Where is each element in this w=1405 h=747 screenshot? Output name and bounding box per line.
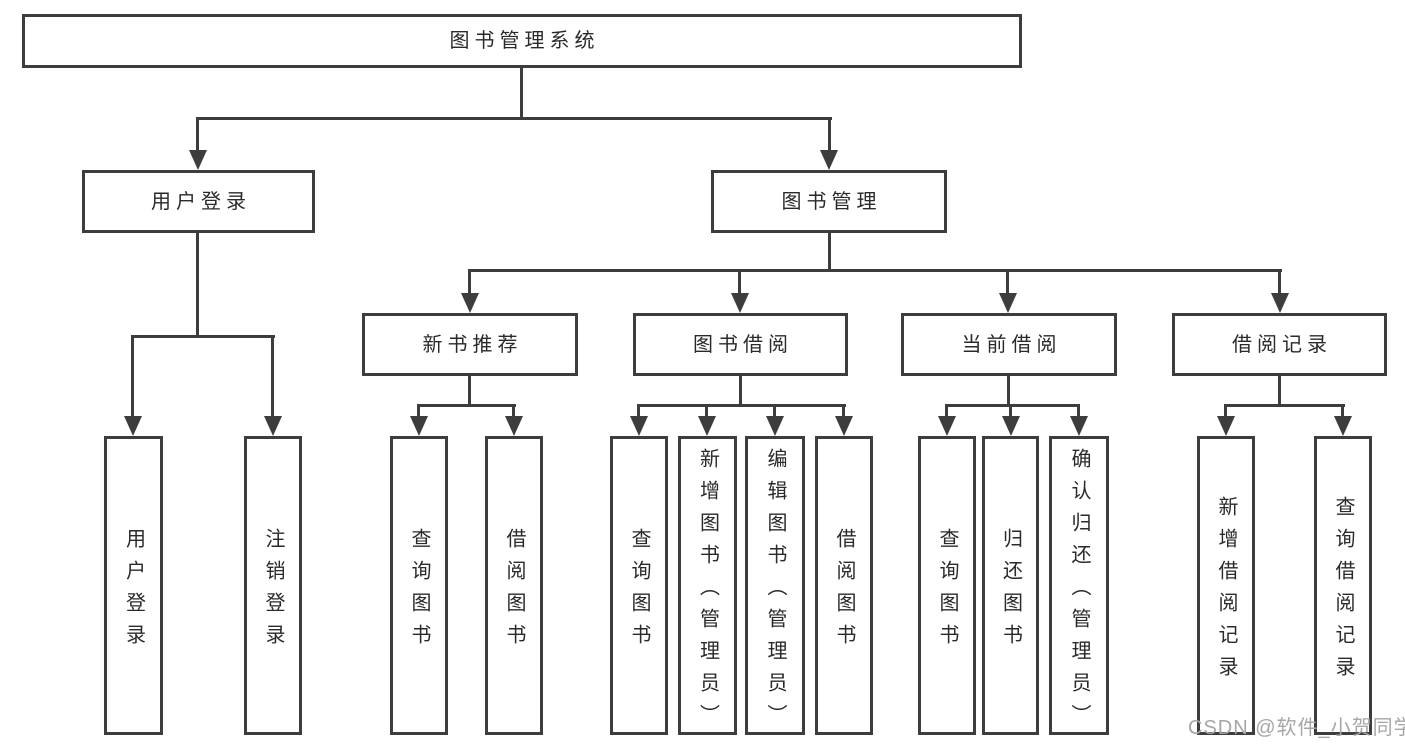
node-leaf-bb-edit-book: 编辑图书（管理员） — [745, 436, 805, 736]
connector-line — [842, 404, 845, 418]
connector-line — [1077, 404, 1080, 418]
node-leaf-user-login: 用户登录 — [104, 436, 163, 735]
node-label: 借阅图书 — [833, 527, 855, 656]
arrowhead-down-icon — [505, 416, 523, 436]
arrowhead-down-icon — [1002, 416, 1020, 436]
node-label: 新增图书（管理员） — [696, 447, 719, 736]
connector-line — [512, 404, 515, 418]
arrowhead-down-icon — [264, 416, 282, 436]
connector-line — [196, 117, 199, 153]
node-user-login: 用户登录 — [82, 170, 315, 233]
arrowhead-down-icon — [938, 416, 956, 436]
connector-line — [1224, 404, 1345, 407]
node-label: 借阅图书 — [503, 527, 525, 656]
node-book-borrow: 图书借阅 — [633, 313, 848, 376]
node-label: 图书管理 — [781, 190, 882, 213]
connector-line — [828, 233, 831, 272]
node-leaf-br-add-record: 新增借阅记录 — [1197, 436, 1255, 735]
arrowhead-down-icon — [698, 416, 716, 436]
node-new-book-recommend: 新书推荐 — [362, 313, 578, 376]
connector-line — [468, 269, 1282, 272]
arrowhead-down-icon — [835, 416, 853, 436]
node-leaf-logout: 注销登录 — [244, 436, 302, 735]
connector-line — [1278, 269, 1281, 295]
watermark-text: CSDN @软件_小贺同学 — [1188, 717, 1405, 739]
connector-line — [1224, 404, 1227, 418]
node-borrow-record: 借阅记录 — [1172, 313, 1387, 376]
connector-line — [637, 404, 640, 418]
connector-line — [828, 117, 831, 153]
connector-line — [945, 404, 1080, 407]
node-label: 编辑图书（管理员） — [764, 447, 786, 736]
connector-line — [131, 335, 275, 338]
node-label: 新增借阅记录 — [1215, 495, 1237, 688]
connector-line — [196, 117, 832, 120]
node-label: 借阅记录 — [1232, 333, 1332, 356]
connector-line — [468, 269, 471, 295]
arrowhead-down-icon — [1217, 416, 1235, 436]
node-current-borrow: 当前借阅 — [901, 313, 1117, 376]
node-leaf-bb-add-book: 新增图书（管理员） — [678, 436, 737, 736]
node-book-management: 图书管理 — [711, 170, 947, 233]
connector-line — [739, 376, 742, 407]
connector-line — [271, 335, 274, 418]
node-leaf-bb-query-book: 查询图书 — [610, 436, 668, 735]
arrowhead-down-icon — [410, 416, 428, 436]
connector-line — [196, 233, 199, 338]
node-leaf-bb-borrow-book: 借阅图书 — [815, 436, 873, 735]
connector-line — [705, 404, 708, 418]
node-label: 图书管理系统 — [449, 30, 600, 52]
connector-line — [1006, 269, 1009, 295]
node-label: 查询图书 — [936, 527, 958, 656]
arrowhead-down-icon — [731, 293, 749, 313]
connector-line — [520, 68, 523, 120]
node-label: 查询图书 — [408, 527, 430, 656]
connector-line — [1009, 404, 1012, 418]
node-root: 图书管理系统 — [22, 14, 1022, 68]
arrowhead-down-icon — [124, 416, 142, 436]
node-label: 注销登录 — [262, 527, 284, 656]
connector-line — [637, 404, 846, 407]
connector-line — [738, 269, 741, 295]
arrowhead-down-icon — [1334, 416, 1352, 436]
node-label: 查询借阅记录 — [1332, 495, 1354, 688]
connector-line — [417, 404, 516, 407]
arrowhead-down-icon — [820, 150, 838, 170]
node-label: 查询图书 — [628, 527, 650, 656]
node-leaf-rec-borrow-book: 借阅图书 — [485, 436, 543, 735]
connector-line — [945, 404, 948, 418]
connector-line — [773, 404, 776, 418]
arrowhead-down-icon — [1271, 293, 1289, 313]
node-leaf-cb-confirm-return: 确认归还（管理员） — [1049, 436, 1109, 736]
connector-line — [417, 404, 420, 418]
node-label: 图书借阅 — [693, 333, 793, 356]
node-label: 归还图书 — [999, 527, 1022, 656]
arrowhead-down-icon — [461, 293, 479, 313]
connector-line — [131, 335, 134, 418]
connector-line — [1278, 376, 1281, 407]
node-leaf-rec-query-book: 查询图书 — [390, 436, 448, 735]
connector-line — [1341, 404, 1344, 418]
arrowhead-down-icon — [630, 416, 648, 436]
node-label: 确认归还（管理员） — [1068, 447, 1090, 736]
arrowhead-down-icon — [766, 416, 784, 436]
node-leaf-cb-query-book: 查询图书 — [918, 436, 976, 735]
node-label: 用户登录 — [151, 190, 251, 213]
connector-line — [1007, 376, 1010, 407]
arrowhead-down-icon — [1070, 416, 1088, 436]
node-label: 新书推荐 — [422, 333, 523, 356]
node-label: 用户登录 — [122, 527, 145, 656]
arrowhead-down-icon — [189, 150, 207, 170]
arrowhead-down-icon — [999, 293, 1017, 313]
connector-line — [468, 376, 471, 407]
node-leaf-br-query-record: 查询借阅记录 — [1314, 436, 1372, 735]
node-leaf-cb-return-book: 归还图书 — [982, 436, 1039, 735]
node-label: 当前借阅 — [961, 333, 1062, 356]
